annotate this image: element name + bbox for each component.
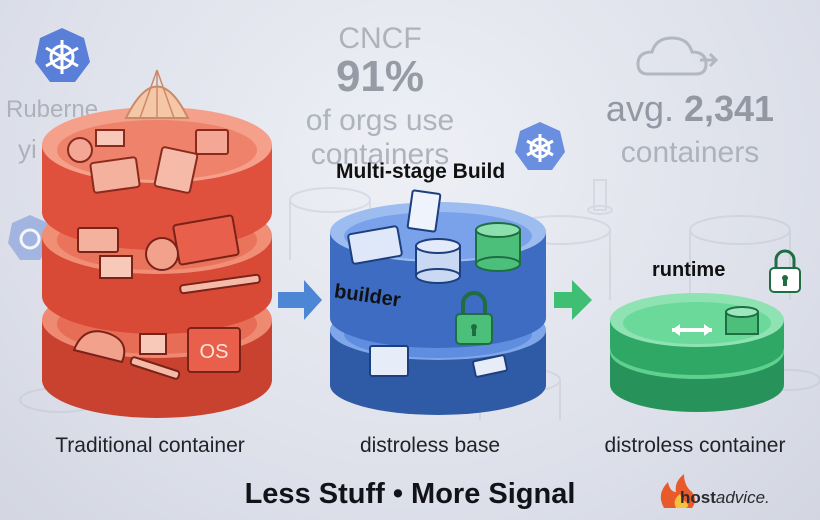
distroless-container-caption: distroless container <box>604 434 786 457</box>
cloud-icon <box>636 36 719 76</box>
avg-containers-unit: containers <box>620 136 760 169</box>
distroless-base-stack <box>330 189 546 415</box>
runtime-lock-icon <box>769 249 801 293</box>
lock-icon <box>455 291 493 345</box>
distroless-container-stack <box>610 249 801 412</box>
kubernetes-icon-middle <box>515 122 565 170</box>
kubernetes-icon-top <box>35 28 90 82</box>
hostadvice-logo-icon <box>660 474 695 508</box>
cncf-percentage: 91% <box>335 52 425 101</box>
file-icon <box>406 189 442 233</box>
runtime-canister-icon <box>475 222 521 272</box>
brand-part1: host <box>680 488 716 507</box>
avg-value: 2,341 <box>683 88 775 129</box>
avg-containers-stat: avg. 2,341 <box>580 88 800 130</box>
kube-fragment-line2: yi <box>18 134 37 164</box>
cncf-subtext-line2: containers <box>310 138 450 171</box>
cncf-subtext-line1: of orgs use <box>305 104 455 137</box>
cncf-label: CNCF <box>338 22 422 55</box>
module-box-icon <box>369 345 409 377</box>
os-box <box>187 327 241 373</box>
database-icon <box>415 238 461 284</box>
footer-tagline: Less Stuff • More Signal <box>244 478 576 510</box>
kubernetes-icon-left <box>8 215 52 260</box>
brand-part2: advice. <box>715 488 770 507</box>
avg-prefix: avg. <box>605 88 674 129</box>
arrow-right-green-icon <box>554 280 592 320</box>
runtime-label: runtime <box>652 259 726 281</box>
traditional-container-stack: OS <box>42 69 272 418</box>
brand-wordmark: hostadvice. <box>680 488 770 508</box>
traditional-container-caption: Traditional container <box>55 434 245 457</box>
arrow-right-blue-icon <box>278 280 322 320</box>
runtime-cylinder-icon <box>725 306 759 335</box>
chip-icon <box>472 354 508 378</box>
distroless-base-caption: distroless base <box>359 434 501 457</box>
server-icon <box>347 225 403 265</box>
os-box-label: OS <box>200 341 229 363</box>
resize-arrows-icon <box>672 324 712 336</box>
multi-stage-build-label: Multi-stage Build <box>336 160 506 183</box>
